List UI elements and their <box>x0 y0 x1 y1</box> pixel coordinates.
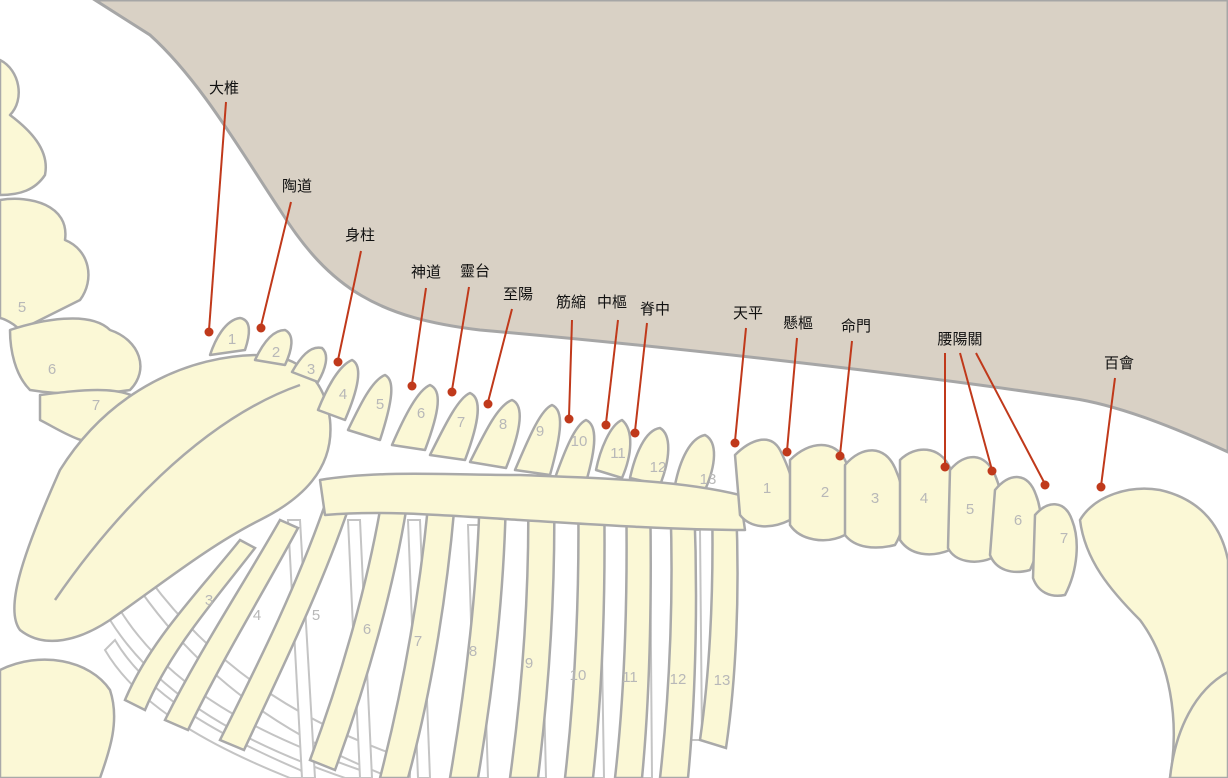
acupoint-label-baihui: 百會 <box>1104 354 1134 372</box>
cervical-vertebrae <box>0 58 145 447</box>
thoracic-vertebral-column <box>318 472 747 532</box>
acupoint-dot <box>564 414 574 424</box>
thoracic-number: 13 <box>700 471 717 488</box>
thoracic-number: 10 <box>571 433 588 450</box>
acupoint-dot <box>333 357 343 367</box>
acupoint-label-zhongshu: 中樞 <box>597 293 627 311</box>
rib-number: 13 <box>714 672 731 689</box>
rib-number: 11 <box>622 669 638 686</box>
acupoint-label-jinsuo: 筋縮 <box>556 293 586 311</box>
lumbar-vertebrae <box>733 438 1078 597</box>
acupoint-label-lingtai: 靈台 <box>460 262 490 280</box>
thoracic-number: 2 <box>272 344 280 361</box>
rib-number: 4 <box>253 607 261 624</box>
thoracic-number: 11 <box>610 445 626 462</box>
acupoint-label-dazhui: 大椎 <box>209 79 239 97</box>
scapula-ridge <box>53 383 301 601</box>
lumbar-number: 5 <box>966 501 974 518</box>
cervical-number-labels: 5 6 7 <box>18 299 100 414</box>
acupoint-dot <box>601 420 611 430</box>
acupoint-dot <box>835 451 845 461</box>
lumbar-number: 1 <box>763 480 771 497</box>
thoracic-number-labels: 1 2 3 4 5 6 7 8 9 10 11 12 13 <box>228 331 717 488</box>
rib-number: 8 <box>469 643 477 660</box>
thoracic-number: 4 <box>339 386 347 403</box>
thoracic-number: 3 <box>307 361 315 378</box>
acupoint-label-zhiyang: 至陽 <box>503 285 533 303</box>
rib-number: 6 <box>363 621 371 638</box>
acupoint-label-yaoyangguan: 腰陽關 <box>937 330 982 348</box>
acupoint-label-xuanshu: 懸樞 <box>783 314 813 332</box>
acupoint-dot <box>407 381 417 391</box>
acupoint-dot <box>782 447 792 457</box>
lumbar-number-labels: 1 2 3 4 5 6 7 <box>763 480 1068 547</box>
acupoint-dot <box>483 399 493 409</box>
lumbar-number: 2 <box>821 484 829 501</box>
acupoint-dot <box>940 462 950 472</box>
acupoint-dot <box>447 387 457 397</box>
rib-number: 9 <box>525 655 533 672</box>
thoracic-spinous-processes <box>208 316 716 492</box>
scapula <box>13 353 332 643</box>
acupoint-label-taodao: 陶道 <box>282 177 312 195</box>
acupoint-label-tianping: 天平 <box>733 304 763 322</box>
acupoint-dot <box>630 428 640 438</box>
body-silhouette <box>92 0 1228 454</box>
thoracic-number: 7 <box>457 414 465 431</box>
cervical-number: 6 <box>48 361 56 378</box>
thoracic-number: 12 <box>650 459 667 476</box>
rib-number: 12 <box>670 671 687 688</box>
rib-number: 5 <box>312 607 320 624</box>
thoracic-number: 8 <box>499 416 507 433</box>
acupoint-dot <box>987 466 997 476</box>
rib-number: 3 <box>205 592 213 609</box>
rib-number: 7 <box>414 633 422 650</box>
thoracic-number: 6 <box>417 405 425 422</box>
thoracic-number: 5 <box>376 396 384 413</box>
acupoint-dot <box>1040 480 1050 490</box>
acupoint-leaders <box>208 101 1116 487</box>
thoracic-number: 9 <box>536 423 544 440</box>
acupoint-dot <box>730 438 740 448</box>
lumbar-number: 4 <box>920 490 928 507</box>
acupoint-dots <box>204 323 1106 492</box>
acupoint-labels: 大椎 陶道 身柱 神道 靈台 至陽 筋縮 中樞 脊中 天平 懸樞 命門 腰陽關 … <box>209 79 1134 372</box>
humerus <box>0 658 116 778</box>
acupoint-label-mingmen: 命門 <box>841 317 871 335</box>
acupoint-label-jizhong: 脊中 <box>640 300 670 318</box>
acupoint-label-shenzhu: 身柱 <box>345 226 375 244</box>
acupoint-label-shendao: 神道 <box>411 263 441 281</box>
cervical-number: 7 <box>92 397 100 414</box>
acupoint-dot <box>204 327 214 337</box>
lumbar-number: 3 <box>871 490 879 507</box>
lumbar-number: 6 <box>1014 512 1022 529</box>
cervical-number: 5 <box>18 299 26 316</box>
thoracic-number: 1 <box>228 331 236 348</box>
rib-number-labels: 3 4 5 6 7 8 9 10 11 12 13 <box>205 592 731 689</box>
rib-number: 10 <box>570 667 587 684</box>
lumbar-number: 7 <box>1060 530 1068 547</box>
acupoint-dot <box>1096 482 1106 492</box>
acupoint-dot <box>256 323 266 333</box>
